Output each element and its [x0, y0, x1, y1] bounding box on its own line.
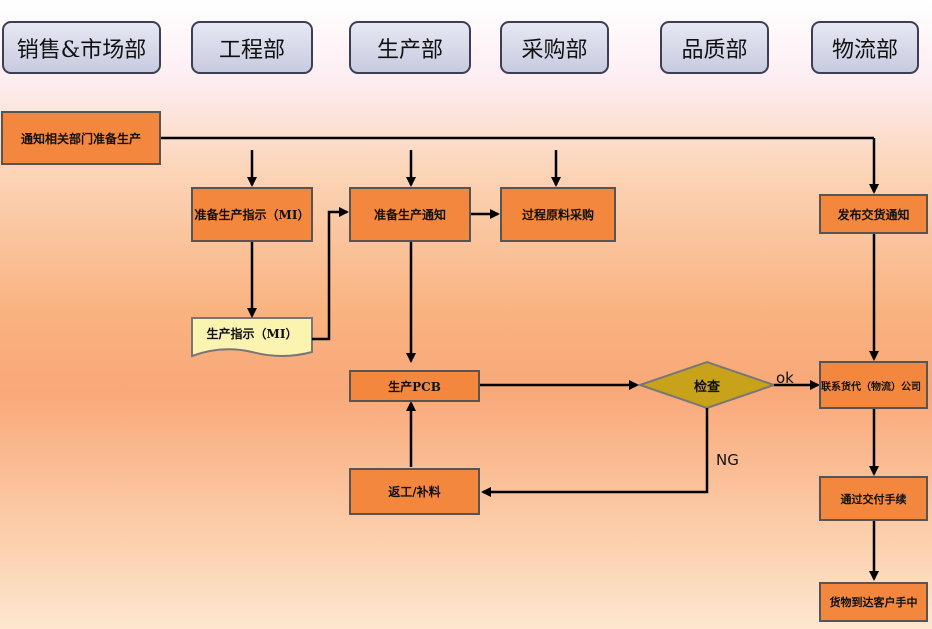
mi-document-shape — [191, 317, 313, 358]
node-prepare-production-notice: 准备生产通知 — [349, 187, 471, 242]
node-material-purchase: 过程原料采购 — [500, 187, 616, 242]
node-inspect: 检查 — [693, 379, 720, 395]
node-prepare-mi: 准备生产指示（MI） — [191, 187, 313, 242]
dept-sales-marketing: 销售&市场部 — [2, 21, 161, 74]
edge-label-ok: ok — [776, 369, 794, 387]
node-contact-forwarder: 联系货代（物流）公司 — [819, 361, 928, 409]
node-goods-arrive: 货物到达客户手中 — [819, 582, 928, 622]
edge-label-ng: NG — [716, 451, 739, 469]
dept-engineering: 工程部 — [191, 21, 313, 74]
node-rework: 返工/补料 — [349, 468, 480, 515]
dept-quality: 品质部 — [660, 21, 769, 74]
node-handover-procedure: 通过交付手续 — [819, 476, 928, 521]
node-notify-departments: 通知相关部门准备生产 — [1, 111, 161, 165]
node-delivery-notice: 发布交货通知 — [819, 194, 928, 234]
dept-production: 生产部 — [349, 21, 471, 74]
dept-logistics: 物流部 — [811, 21, 919, 74]
dept-purchasing: 采购部 — [500, 21, 609, 74]
node-produce-pcb: 生产PCB — [349, 370, 480, 402]
node-mi-document: 生产指示（MI） — [206, 326, 298, 341]
